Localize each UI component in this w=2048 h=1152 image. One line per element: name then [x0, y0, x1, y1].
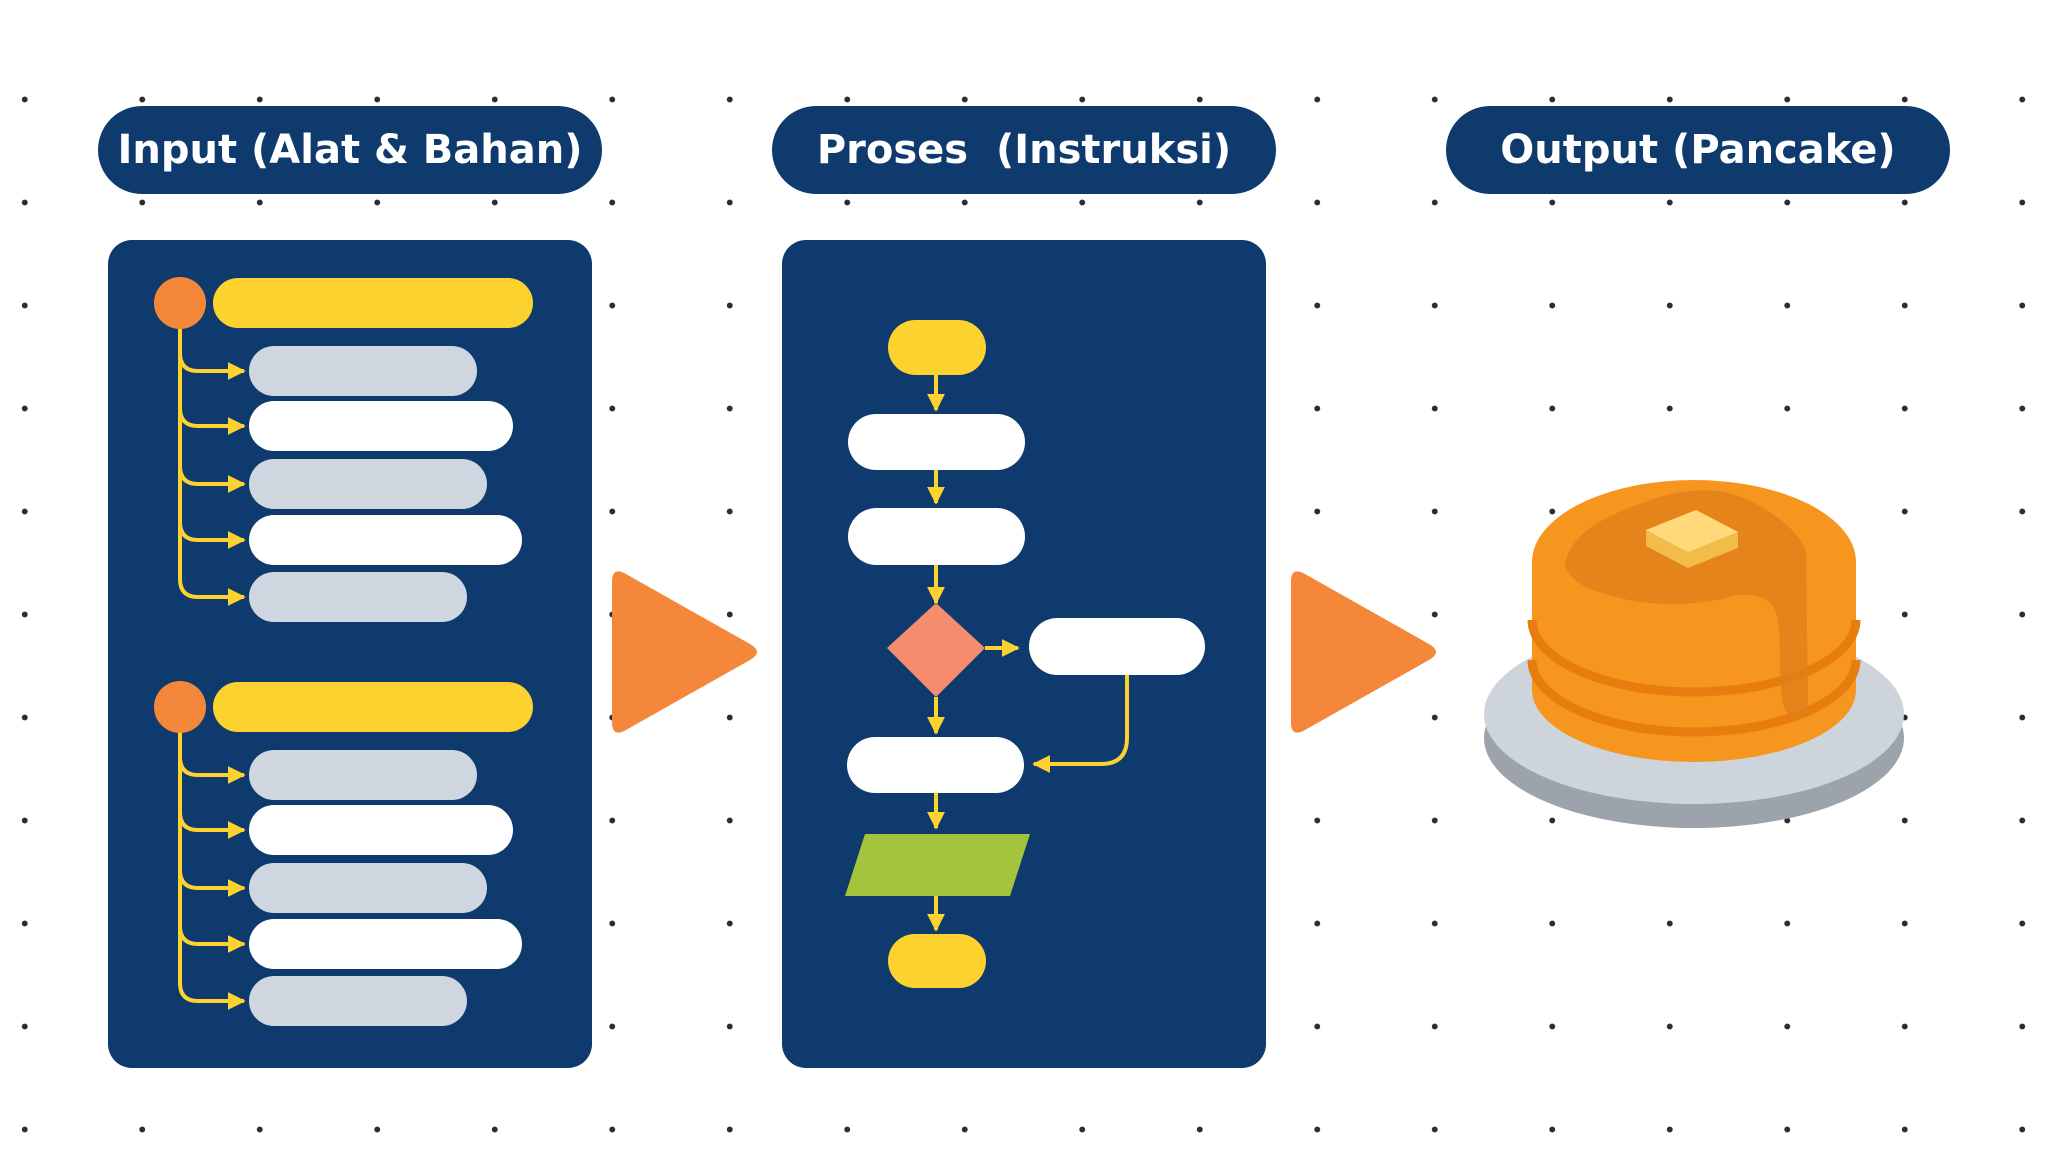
syrup	[1565, 490, 1808, 717]
play-arrow-icon	[1291, 571, 1436, 733]
checklist-item-bar	[249, 863, 487, 913]
process-stage-title: Proses (Instruksi)	[772, 106, 1276, 194]
checklist-item-bar	[249, 572, 467, 622]
input-stage-title: Input (Alat & Bahan)	[98, 106, 602, 194]
checklist-bullet-dot	[154, 277, 206, 329]
checklist-item-bar	[249, 919, 522, 969]
checklist-item-bar	[249, 976, 467, 1026]
flowchart-end-terminal	[888, 934, 986, 988]
butter	[1646, 510, 1738, 552]
output-stage-title: Output (Pancake)	[1446, 106, 1950, 194]
checklist-item-bar	[249, 346, 477, 396]
checklist-header-bar	[213, 682, 533, 732]
flowchart-start-terminal	[888, 320, 986, 375]
checklist-item-bar	[249, 515, 522, 565]
checklist-group-2	[154, 681, 533, 1026]
play-arrow-icon	[612, 571, 757, 733]
flowchart-process-step	[848, 414, 1025, 470]
flowchart-process-step	[848, 508, 1025, 565]
checklist-group-1	[154, 277, 533, 622]
checklist-bullet-dot	[154, 681, 206, 733]
checklist-item-bar	[249, 805, 513, 855]
checklist-item-bar	[249, 401, 513, 451]
checklist-header-bar	[213, 278, 533, 328]
flowchart-process-step	[847, 737, 1024, 793]
checklist-item-bar	[249, 750, 477, 800]
checklist-tree-icon	[154, 277, 533, 1026]
flowchart-icon	[845, 320, 1205, 988]
flowchart-decision-diamond	[887, 603, 985, 697]
checklist-item-bar	[249, 459, 487, 509]
flowchart-io-parallelogram	[845, 834, 1030, 896]
pancake-icon	[1484, 480, 1904, 828]
flowchart-branch-step	[1029, 618, 1205, 675]
